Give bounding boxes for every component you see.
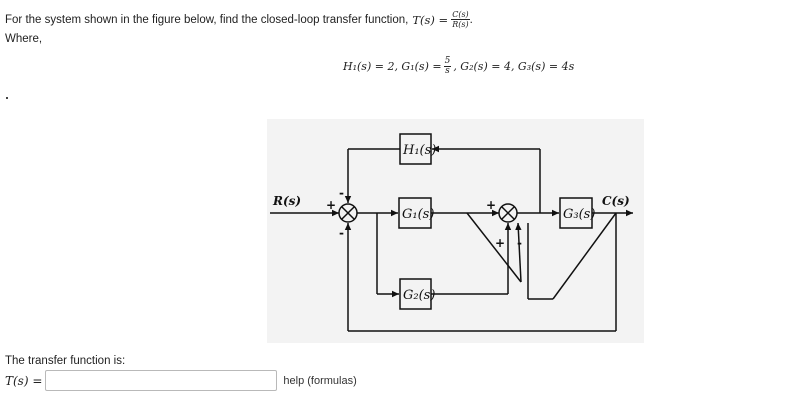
sum2-bottom-left-sign: + xyxy=(495,236,505,250)
block-h1-label: H₁(s) xyxy=(402,143,436,158)
given-part1: H₁(s) = 2, G₁(s) = xyxy=(343,60,442,73)
tf-numerator: C(s) xyxy=(451,10,470,20)
answer-row: T(s) = help (formulas) xyxy=(5,370,357,391)
given-equations: H₁(s) = 2, G₁(s) = 5 s , G₂(s) = 4, G₃(s… xyxy=(343,57,574,76)
stray-dot xyxy=(6,97,8,99)
input-label: R(s) xyxy=(272,194,301,208)
tf-denominator: R(s) xyxy=(452,20,469,29)
block-diagram: H₁(s) G₁(s) G₂(s) G₃(s) R(s) C(s) - + - … xyxy=(270,133,633,332)
block-g3-label: G₃(s) xyxy=(563,207,595,222)
g1-diagonal-path xyxy=(466,212,522,283)
given-part2: , G₂(s) = 4, G₃(s) = 4s xyxy=(453,60,575,73)
transfer-function-label: The transfer function is: xyxy=(5,355,126,367)
output-label: C(s) xyxy=(602,194,630,208)
sum1-left-sign: + xyxy=(326,198,336,212)
help-formulas-link[interactable]: help (formulas) xyxy=(283,374,357,387)
given-frac-num: 5 xyxy=(443,56,452,67)
sum1-top-sign: - xyxy=(339,186,344,200)
question-period: . xyxy=(469,13,473,26)
tf-symbol: T(s) = xyxy=(412,12,449,27)
question-body: For the system shown in the figure below… xyxy=(5,13,409,26)
sum2-left-sign: + xyxy=(486,198,496,212)
answer-lhs: T(s) = xyxy=(5,373,43,388)
where-label: Where, xyxy=(5,33,43,45)
tf-fraction: C(s) R(s) xyxy=(451,10,470,29)
sum1-bottom-sign: - xyxy=(339,226,344,240)
block-g2-label: G₂(s) xyxy=(403,288,435,303)
transfer-function-input[interactable] xyxy=(45,370,278,391)
block-g1-label: G₁(s) xyxy=(402,207,434,222)
block-diagram-figure: H₁(s) G₁(s) G₂(s) G₃(s) R(s) C(s) - + - … xyxy=(267,119,644,343)
sum2-bottom-right-sign: - xyxy=(517,236,522,250)
given-frac-den: s xyxy=(445,66,450,76)
given-fraction: 5 s xyxy=(443,56,452,76)
output-diagonal-path xyxy=(552,212,617,300)
question-text: For the system shown in the figure below… xyxy=(5,10,473,29)
